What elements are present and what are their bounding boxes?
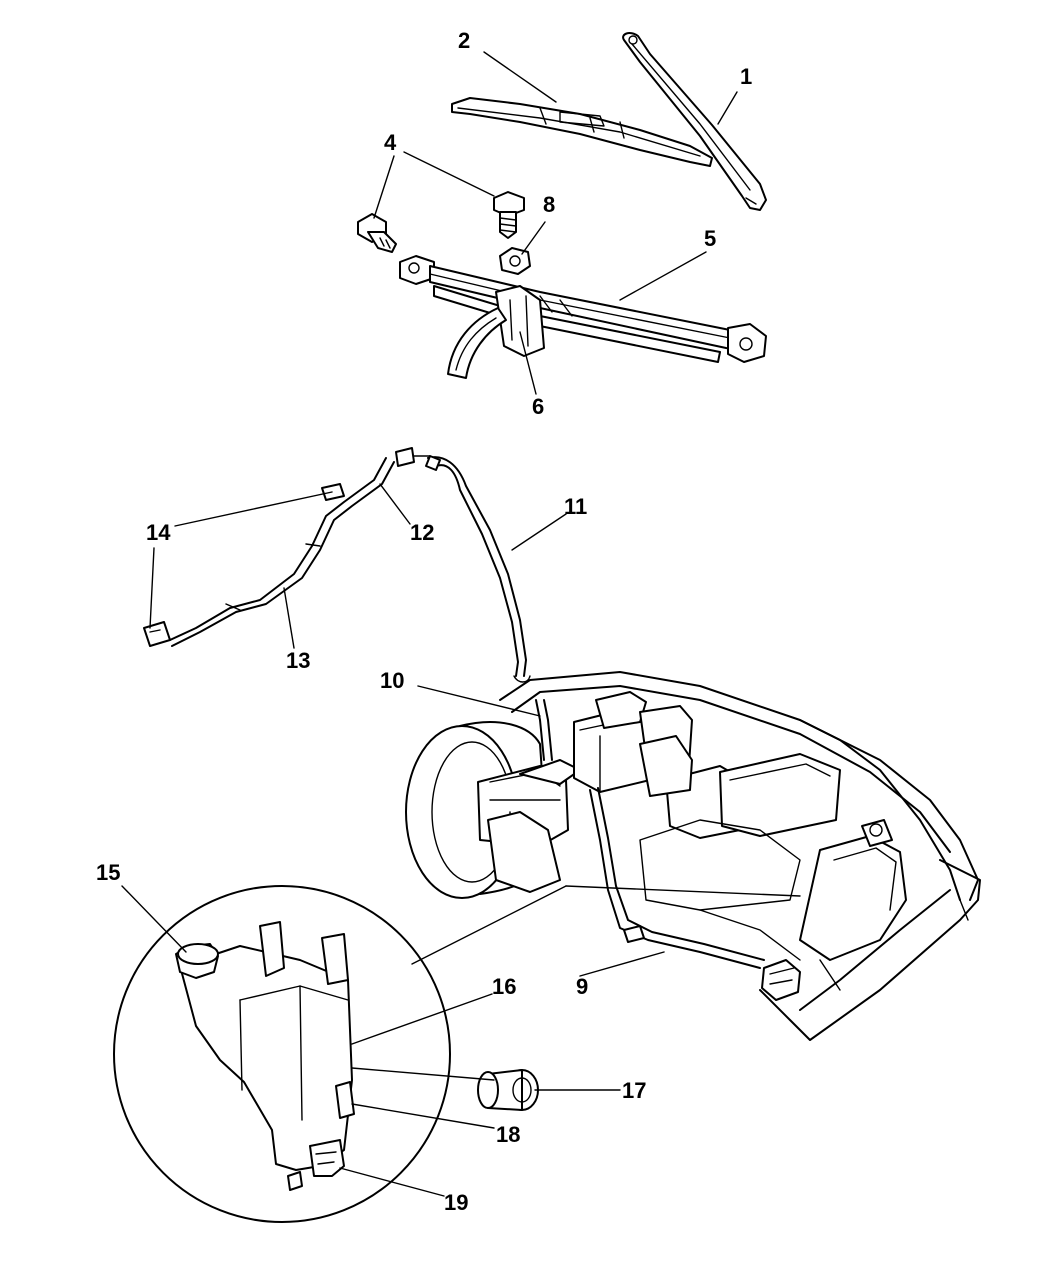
- engine-compartment: [405, 671, 981, 1041]
- callout-15: 15: [96, 860, 120, 885]
- callout-19: 19: [444, 1190, 468, 1215]
- washer-hose-11: [427, 456, 531, 683]
- callout-9: 9: [576, 974, 588, 999]
- wiper-blade: [451, 97, 713, 167]
- callout-11: 11: [564, 494, 587, 519]
- callout-10: 10: [380, 668, 404, 693]
- callout-12: 12: [410, 520, 434, 545]
- wiper-arm: [622, 32, 767, 211]
- leader-lines: [121, 51, 801, 1197]
- callout-18: 18: [496, 1122, 520, 1147]
- mounting-bolt-left: [357, 213, 397, 253]
- callout-13: 13: [286, 648, 310, 673]
- callout-1: 1: [740, 64, 752, 89]
- callout-5: 5: [704, 226, 716, 251]
- mounting-bolt-right: [493, 191, 525, 239]
- callout-4: 4: [384, 130, 397, 155]
- callout-8: 8: [543, 192, 555, 217]
- callout-17: 17: [622, 1078, 646, 1103]
- callout-6: 6: [532, 394, 544, 419]
- grommet: [477, 1069, 539, 1111]
- callout-16: 16: [492, 974, 516, 999]
- wiper-linkage: [399, 255, 767, 379]
- callouts: 1 2 4 8 5 6 11 12 14 13 10 15 9 16 17 18…: [96, 28, 752, 1215]
- washer-reservoir-inset: [113, 885, 451, 1223]
- hex-nut: [499, 247, 531, 275]
- callout-2: 2: [458, 28, 470, 53]
- callout-14-upper: 14: [146, 520, 171, 545]
- wiring-harness-13: [143, 447, 441, 647]
